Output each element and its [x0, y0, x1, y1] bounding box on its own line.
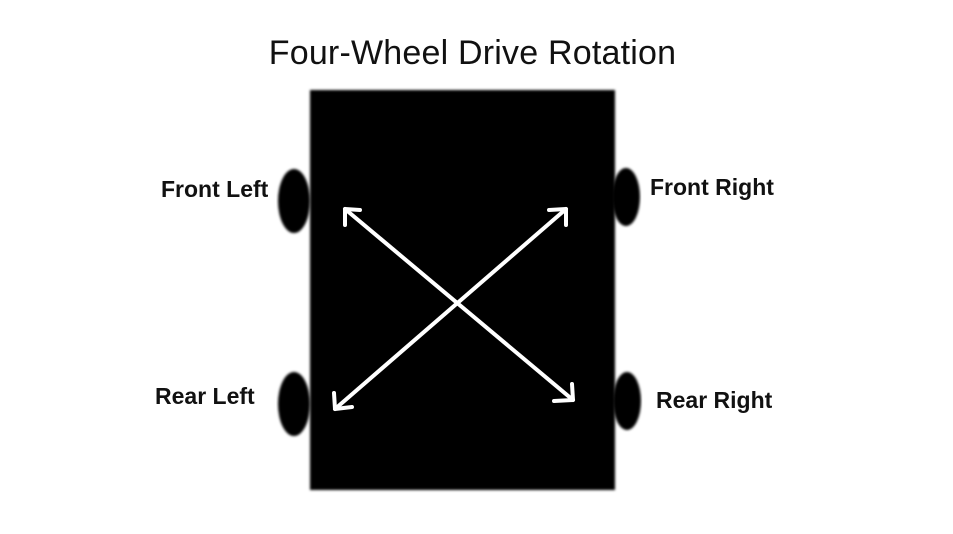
diagram-title: Four-Wheel Drive Rotation	[268, 34, 677, 72]
wheel-front-right	[612, 168, 640, 226]
label-rear-right: Rear Right	[656, 387, 773, 413]
label-rear-left: Rear Left	[155, 383, 255, 409]
wheel-rear-right	[613, 372, 641, 430]
wheel-front-left	[278, 169, 310, 233]
chassis	[310, 90, 615, 490]
label-front-right: Front Right	[650, 174, 774, 200]
label-front-left: Front Left	[161, 176, 269, 202]
arrow-front-left-to-rear-right	[343, 207, 575, 403]
wheel-rear-left	[278, 372, 310, 436]
arrow-front-right-to-rear-left	[332, 207, 568, 411]
